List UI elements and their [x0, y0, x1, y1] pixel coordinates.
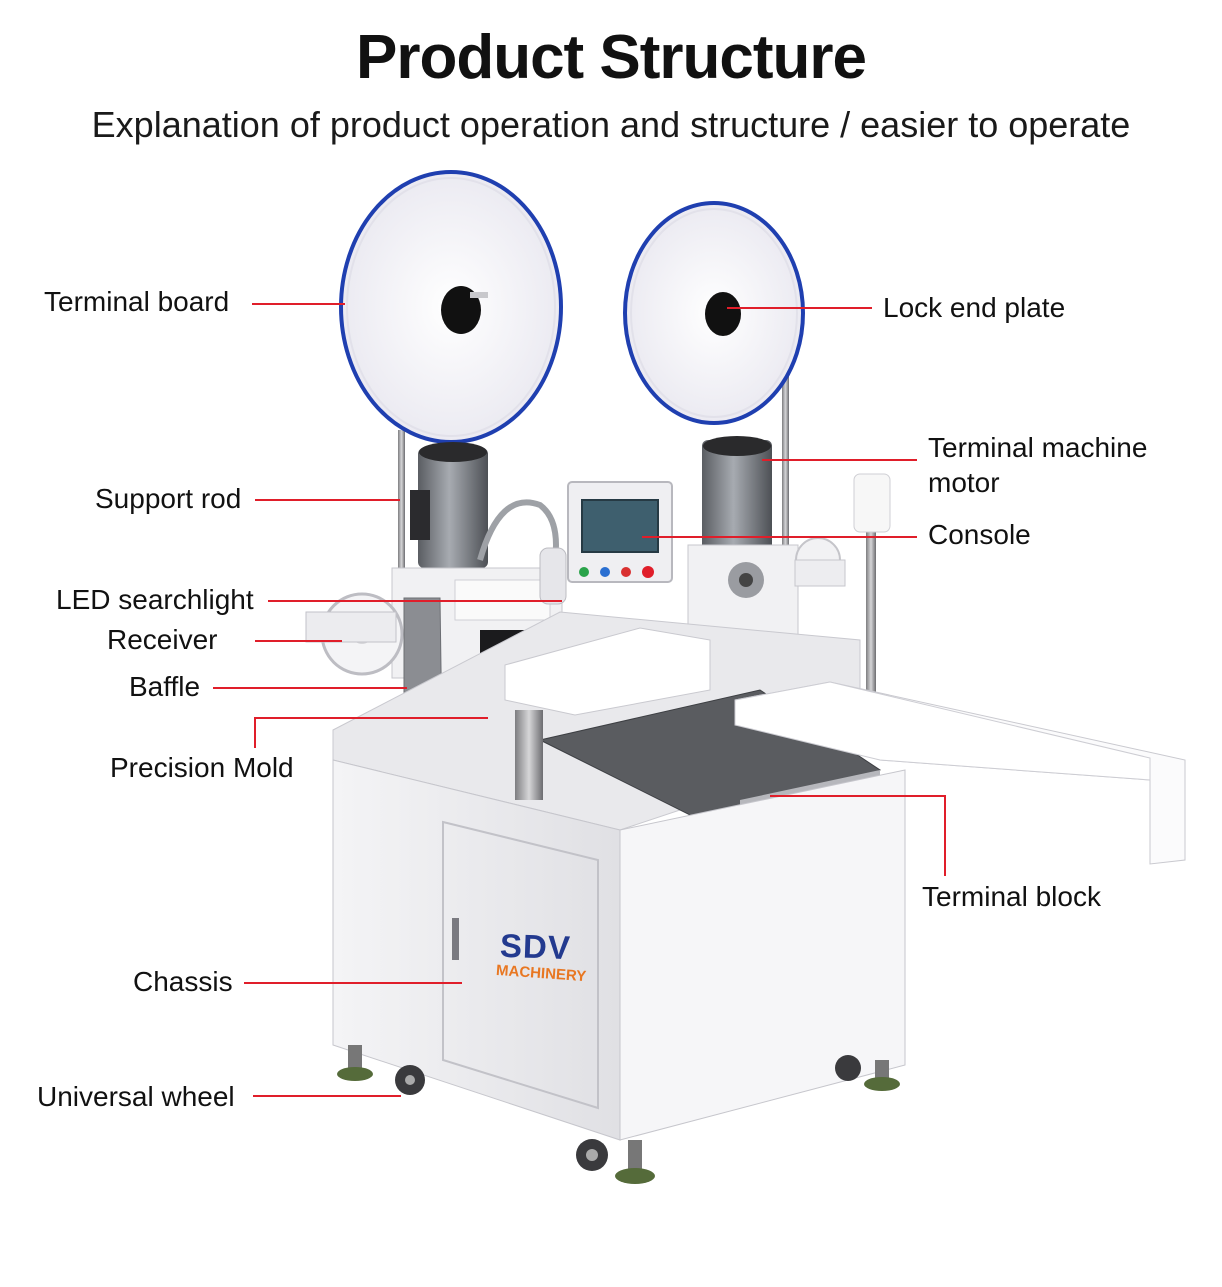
label-universal-wheel: Universal wheel: [37, 1081, 235, 1112]
console-screen: [581, 499, 659, 553]
motor-left: [418, 448, 488, 568]
label-precision-mold: Precision Mold: [110, 752, 294, 783]
brand-logo: SDV: [499, 926, 572, 967]
lamp-pole: [866, 530, 876, 700]
support-rod-left: [398, 430, 405, 600]
page-subtitle: Explanation of product operation and str…: [91, 104, 1131, 145]
cabinet-door: [442, 820, 599, 1110]
leader-precision-mold: [254, 717, 488, 748]
signal-lamp: [853, 473, 891, 533]
led-searchlight: [477, 499, 559, 561]
reel-hub-right: [705, 292, 741, 336]
motor-right: [702, 440, 772, 560]
label-led-searchlight: LED searchlight: [56, 584, 254, 615]
label-baffle: Baffle: [129, 671, 201, 702]
support-rod-right: [782, 320, 789, 560]
label-terminal-board: Terminal board: [44, 286, 230, 317]
label-console: Console: [928, 519, 1031, 550]
page-title: Product Structure: [355, 23, 867, 92]
label-terminal-machine-motor: Terminal machine motor: [928, 432, 1148, 498]
label-support-rod: Support rod: [95, 483, 242, 514]
leader-terminal-block: [770, 795, 946, 876]
door-handle: [452, 918, 459, 960]
label-receiver: Receiver: [107, 624, 218, 655]
label-lock-end-plate: Lock end plate: [883, 292, 1066, 323]
conveyor-beam-left: [504, 627, 711, 716]
label-terminal-block: Terminal block: [922, 881, 1101, 912]
label-chassis: Chassis: [133, 966, 233, 997]
